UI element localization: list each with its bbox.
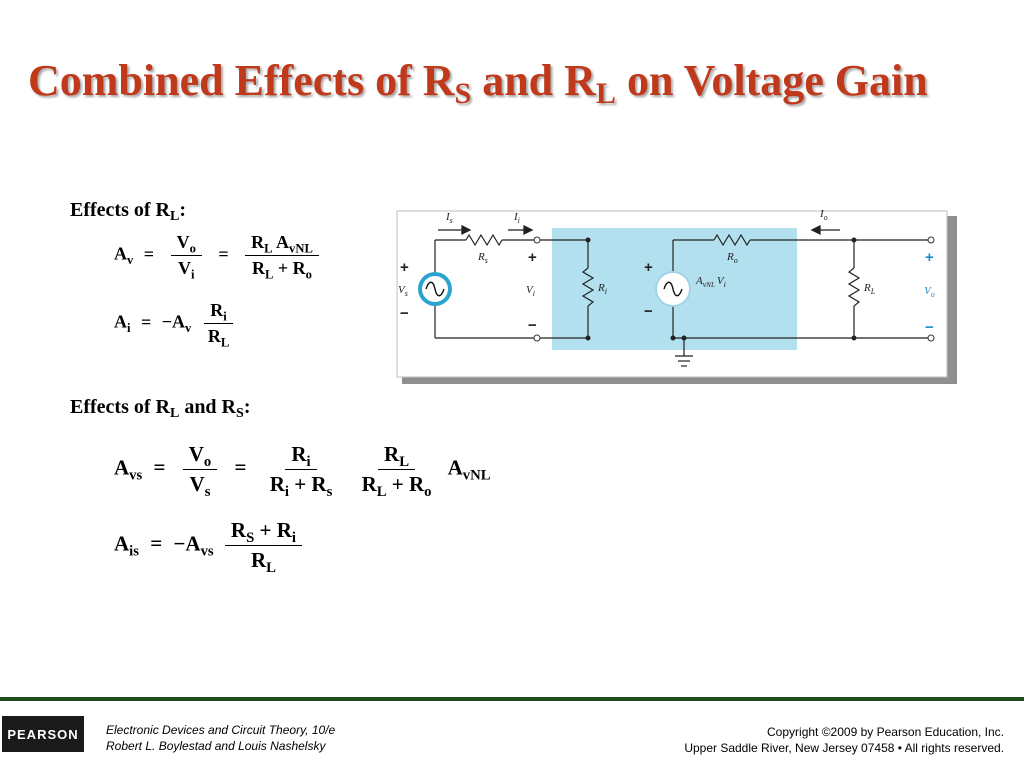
heading-effects-of-rl-and-rs: Effects of RL and RS: bbox=[70, 396, 251, 421]
equation-av: Av = Vo Vi = RL AvNL RL + Ro bbox=[114, 232, 325, 281]
terminal-out-bottom bbox=[927, 334, 935, 342]
rs-label: Rs bbox=[477, 251, 488, 265]
equation-avs: Avs = Vo Vs = Ri Ri + Rs RL RL + Ro AvNL bbox=[114, 442, 491, 501]
equation-ais: Ais = −Avs RS + Ri RL bbox=[114, 518, 308, 575]
vi-plus: + bbox=[528, 249, 537, 266]
vs-source bbox=[418, 272, 452, 306]
address-line: Upper Saddle River, New Jersey 07458 • A… bbox=[684, 741, 1004, 755]
ro-resistor bbox=[713, 233, 751, 247]
copyright-notice: Copyright ©2009 by Pearson Education, In… bbox=[684, 724, 1004, 756]
ii-arrow bbox=[523, 224, 534, 236]
ro-label: Ro bbox=[726, 251, 738, 265]
vs-label: Vs bbox=[398, 284, 408, 298]
book-citation: Electronic Devices and Circuit Theory, 1… bbox=[106, 722, 335, 754]
equation-ai: Ai = −Av Ri RL bbox=[114, 300, 241, 349]
heading-effects-of-rl: Effects of RL: bbox=[70, 199, 186, 224]
rs-resistor bbox=[465, 233, 503, 247]
vo-label: Vo bbox=[924, 285, 935, 299]
copyright-line: Copyright ©2009 by Pearson Education, In… bbox=[767, 725, 1004, 739]
vs-plus: + bbox=[400, 259, 409, 276]
vo-plus: + bbox=[925, 249, 934, 266]
slide-title: Combined Effects of RS and RL on Voltage… bbox=[28, 56, 928, 110]
src-minus: − bbox=[644, 303, 653, 320]
is-label: Is bbox=[445, 211, 453, 225]
pearson-logo: PEARSON bbox=[2, 716, 84, 752]
is-arrow bbox=[461, 224, 472, 236]
vi-minus: − bbox=[528, 317, 537, 334]
rl-label: RL bbox=[863, 282, 876, 296]
io-arrow bbox=[810, 224, 821, 236]
ri-resistor bbox=[581, 267, 595, 307]
controlled-source bbox=[655, 271, 691, 307]
vo-minus: − bbox=[925, 319, 934, 336]
terminal-in-bottom bbox=[533, 334, 541, 342]
book-title: Electronic Devices and Circuit Theory, 1… bbox=[106, 723, 336, 737]
terminal-out-top bbox=[927, 236, 935, 244]
io-label: Io bbox=[819, 208, 828, 222]
ri-label: Ri bbox=[597, 282, 607, 296]
footer-divider bbox=[0, 697, 1024, 701]
rl-resistor bbox=[847, 267, 861, 307]
vs-minus: − bbox=[400, 305, 409, 322]
src-plus: + bbox=[644, 259, 653, 276]
terminal-in-top bbox=[533, 236, 541, 244]
vi-label: Vi bbox=[526, 284, 535, 298]
book-authors: Robert L. Boylestad and Louis Nashelsky bbox=[106, 739, 326, 753]
ii-label: Ii bbox=[513, 211, 520, 225]
